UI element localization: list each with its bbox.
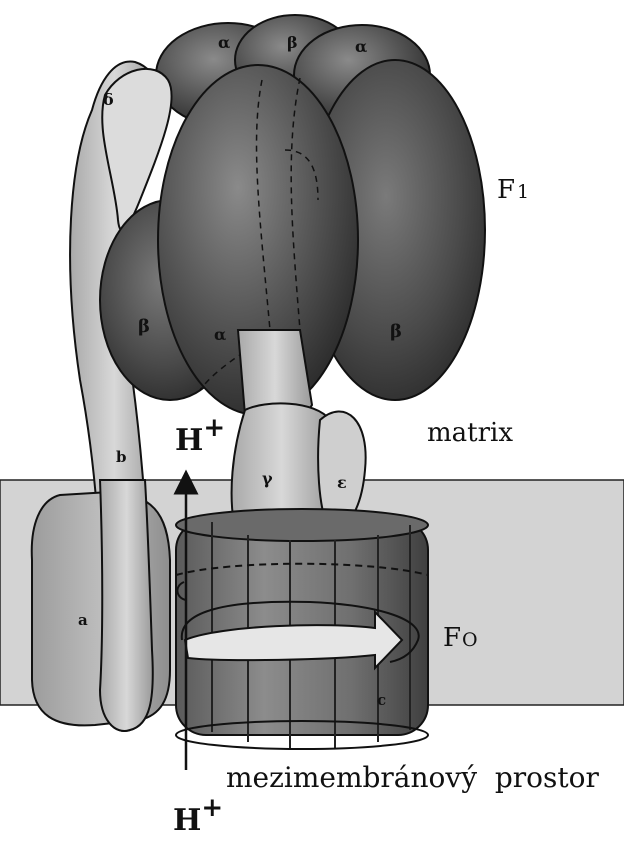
beta-left-label: β xyxy=(138,316,150,337)
alpha-front-label: α xyxy=(214,325,226,344)
h-plus-top-main: H xyxy=(175,423,203,458)
matrix-label: matrix xyxy=(427,418,513,448)
beta-right-label: β xyxy=(390,321,402,342)
rotation-arrow-rim xyxy=(180,600,420,663)
h-plus-top-sup: + xyxy=(203,413,225,443)
h-plus-top-label: H+ xyxy=(175,413,225,458)
f1-label-sub: 1 xyxy=(517,181,529,203)
proton-path-hook xyxy=(176,581,187,601)
delta-label: δ xyxy=(103,90,114,109)
h-plus-bottom-label: H+ xyxy=(173,793,223,838)
beta-back-label: β xyxy=(287,33,298,52)
c-label: c xyxy=(377,691,386,709)
h-plus-bottom-sup: + xyxy=(201,793,223,823)
f1-label-main: F xyxy=(497,175,515,205)
fo-label: FO xyxy=(443,623,478,653)
fo-label-sub: O xyxy=(462,629,478,651)
b-subunit-lower xyxy=(98,479,154,732)
b-label: b xyxy=(116,448,127,466)
gamma-label: γ xyxy=(262,469,273,488)
rotation-arrow xyxy=(183,609,404,671)
epsilon-label: ε xyxy=(337,473,347,492)
a-label: a xyxy=(78,611,88,629)
h-plus-bottom-main: H xyxy=(173,803,201,838)
alpha-back-right-label: α xyxy=(355,37,367,56)
fo-label-main: F xyxy=(443,623,461,653)
intermembrane-label: mezimembránový prostor xyxy=(226,761,599,794)
alpha-back-left-label: α xyxy=(218,33,230,52)
delta-subunit xyxy=(101,67,173,232)
f1-gamma-dashed-outline xyxy=(255,77,319,331)
